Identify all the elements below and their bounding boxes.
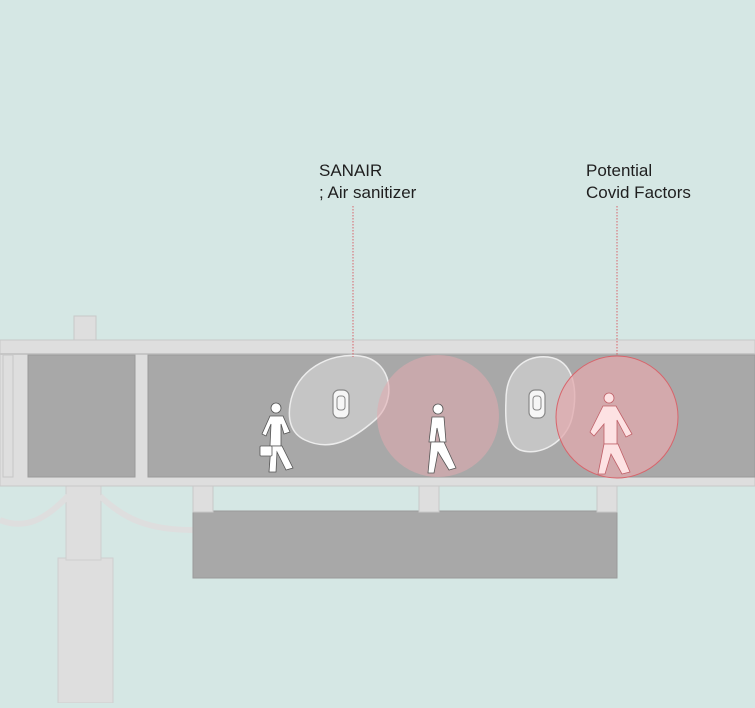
covid-annotation: Potential Covid Factors [586,160,691,204]
sanair-title: SANAIR [319,161,383,180]
frame-inner-line [0,353,755,355]
person-with-briefcase-icon [259,402,294,473]
sanitizer-device-2 [528,389,546,419]
covid-title: Potential [586,161,653,180]
sanair-subtitle: ; Air sanitizer [319,183,417,202]
person-walking-icon [427,403,457,474]
lower-slab [192,510,618,579]
cable-right [97,493,194,533]
slab-post-middle [418,485,440,513]
sanair-annotation: SANAIR ; Air sanitizer [319,160,416,204]
end-wall-detail [2,354,14,478]
cable-left [0,493,71,527]
covid-subtitle: Covid Factors [586,183,691,202]
covid-zone-1 [377,355,499,477]
slab-post-right [596,485,618,513]
support-base [57,557,114,704]
person-infected-icon [589,392,633,475]
slab-post-left [192,485,214,513]
roof-block [73,315,97,341]
left-chamber [27,354,136,478]
support-column [65,485,102,561]
sanitizer-device-1 [332,389,350,419]
